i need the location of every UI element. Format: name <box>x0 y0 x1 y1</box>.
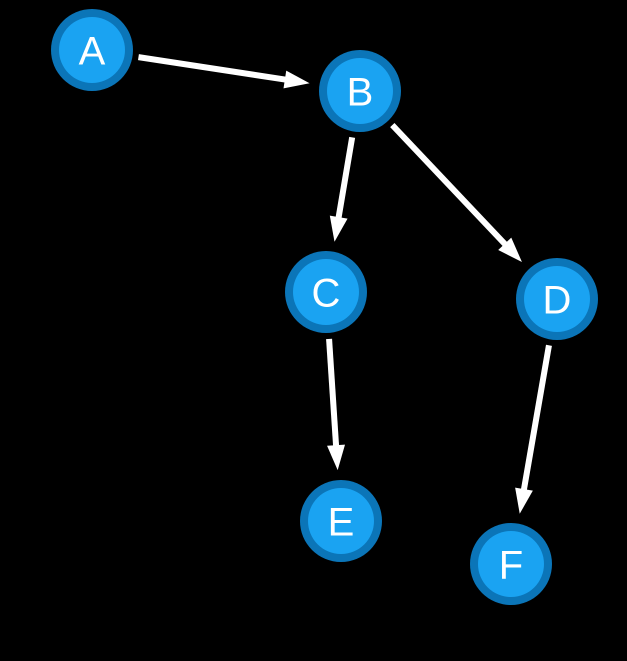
node-circle <box>478 531 544 597</box>
arrowhead-icon <box>515 487 533 514</box>
node-circle <box>524 266 590 332</box>
node-A[interactable]: A <box>51 9 133 91</box>
node-label: D <box>543 278 572 322</box>
arrowhead-icon <box>327 444 346 471</box>
edge-line-D-F <box>520 344 552 492</box>
arrowhead-icon <box>498 237 522 262</box>
node-circle <box>293 259 359 325</box>
edge-line-B-D <box>390 123 509 248</box>
node-C[interactable]: C <box>285 251 367 333</box>
node-F[interactable]: F <box>470 523 552 605</box>
node-label: E <box>328 500 355 544</box>
edge-D-F <box>515 344 552 514</box>
edge-A-B <box>138 54 310 89</box>
node-circle <box>327 58 393 124</box>
node-circle <box>308 488 374 554</box>
edge-line-B-C <box>335 136 356 220</box>
node-circle <box>59 17 125 83</box>
node-D[interactable]: D <box>516 258 598 340</box>
edge-line-C-E <box>326 338 340 448</box>
arrowhead-icon <box>329 215 348 242</box>
node-label: A <box>79 29 106 73</box>
node-label: F <box>499 543 523 587</box>
node-B[interactable]: B <box>319 50 401 132</box>
node-label: C <box>312 271 341 315</box>
edge-line-A-B <box>138 54 288 83</box>
edge-B-C <box>329 136 356 242</box>
edge-B-D <box>390 123 522 262</box>
edge-C-E <box>326 338 346 471</box>
node-E[interactable]: E <box>300 480 382 562</box>
arrowhead-icon <box>283 70 310 89</box>
node-label: B <box>347 70 374 114</box>
